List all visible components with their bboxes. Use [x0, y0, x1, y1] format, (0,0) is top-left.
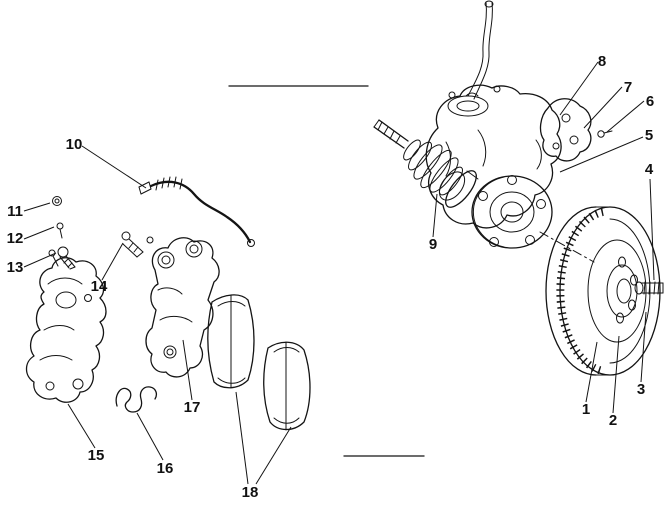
callout-7: 7 — [624, 79, 632, 96]
callout-12: 12 — [7, 230, 24, 247]
caliper-bracket — [145, 236, 220, 378]
callout-9: 9 — [429, 236, 437, 253]
hub-flange — [471, 175, 553, 249]
brake-hose — [465, 0, 494, 100]
guide-bolt — [121, 231, 144, 258]
callout-8: 8 — [598, 53, 606, 70]
callout-4: 4 — [645, 161, 654, 178]
wheel-stud — [634, 281, 664, 295]
divider-lines — [228, 85, 425, 457]
pad-spring-clip — [115, 386, 157, 413]
callout-6: 6 — [646, 93, 654, 110]
callout-15: 15 — [88, 447, 105, 464]
callout-13: 13 — [7, 259, 24, 276]
callout-14: 14 — [91, 278, 108, 295]
brake-disc — [545, 206, 661, 376]
banjo-bolt — [57, 246, 76, 270]
callout-5: 5 — [645, 127, 653, 144]
steering-knuckle — [425, 84, 562, 229]
center-axis-line — [539, 231, 595, 263]
brake-pipe — [138, 176, 255, 247]
callout-2: 2 — [609, 412, 617, 429]
cv-axle-boot — [373, 119, 479, 208]
brake-pads — [207, 294, 311, 431]
callout-16: 16 — [157, 460, 174, 477]
callout-10: 10 — [66, 136, 83, 153]
callout-17: 17 — [184, 399, 201, 416]
callout-1: 1 — [582, 401, 590, 418]
flange-bolt — [597, 130, 613, 138]
callout-11: 11 — [7, 203, 23, 220]
washer-pin — [56, 222, 64, 239]
callout-18: 18 — [242, 484, 259, 501]
callouts: 1 2 3 4 5 6 7 8 9 10 11 12 13 14 15 16 1… — [7, 53, 655, 501]
hose-fitting-bolt — [52, 196, 62, 206]
callout-3: 3 — [637, 381, 645, 398]
knuckle-flange — [539, 98, 592, 162]
brake-caliper — [25, 249, 107, 403]
leader-lines — [23, 61, 655, 485]
